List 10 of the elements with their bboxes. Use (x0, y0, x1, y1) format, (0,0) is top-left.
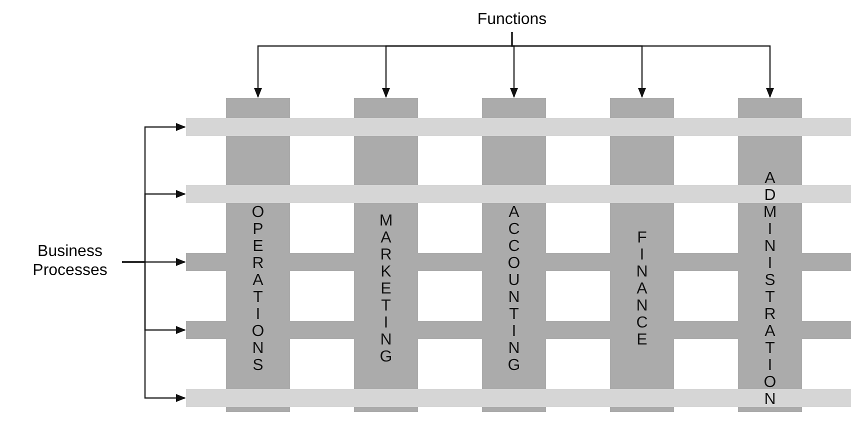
process-bar (186, 118, 851, 136)
column-label: FINANCE (632, 230, 652, 348)
column-label: OPERATIONS (248, 204, 268, 374)
column-label: MARKETING (376, 212, 396, 366)
heading-text: Business Processes (18, 242, 122, 282)
column-label: ACCOUNTING (504, 204, 524, 374)
arrow (511, 32, 774, 98)
column-label: ADMINISTRATION (760, 170, 780, 408)
arrow (122, 261, 186, 402)
heading-text: Functions (474, 10, 550, 32)
